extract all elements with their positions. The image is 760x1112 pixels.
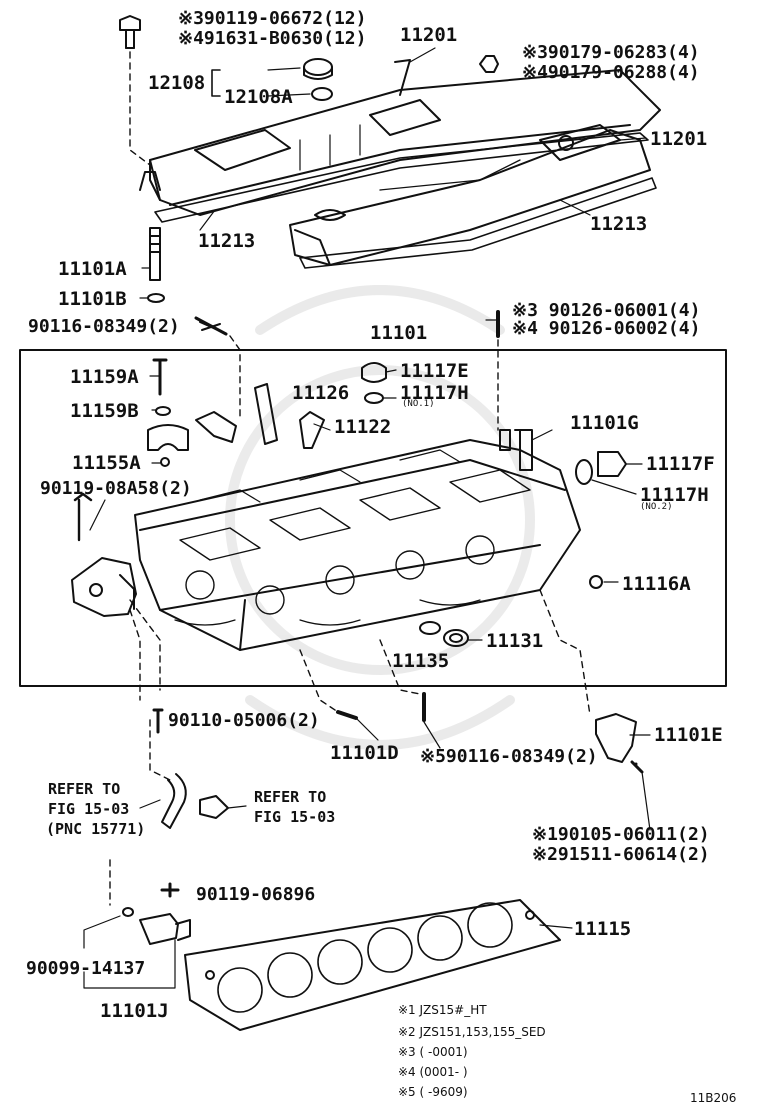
label-11117H-no2-note: (NO.2) <box>640 502 673 512</box>
label-11101E: 11101E <box>654 724 723 746</box>
stud-bolt-11101A <box>147 227 165 303</box>
label-11117H-no1: 11117H <box>400 382 469 404</box>
label-12108A: 12108A <box>224 86 293 108</box>
oil-filler-cap <box>303 58 333 101</box>
label-fig-right: FIG 15-03 <box>254 808 336 826</box>
label-11201-lower: 11201 <box>650 128 708 150</box>
label-11131: 11131 <box>486 630 544 652</box>
assembly-frame <box>19 349 727 687</box>
label-11117H-no1-note: (NO.1) <box>402 399 435 409</box>
label-11213-left: 11213 <box>198 230 256 252</box>
label-11122: 11122 <box>334 416 392 438</box>
label-11116A: 11116A <box>622 573 691 595</box>
sensor-housing <box>595 713 651 763</box>
head-gasket <box>184 899 561 1031</box>
label-11213-right: 11213 <box>590 213 648 235</box>
label-390119: ※390119-06672(12) <box>178 8 367 29</box>
label-12108: 12108 <box>148 72 206 94</box>
label-pnc: (PNC 15771) <box>46 820 146 838</box>
label-490179: ※490179-06288(4) <box>522 62 700 83</box>
label-91511-60614: ※291511-60614(2) <box>532 844 710 865</box>
footnote-3: ※3 ( -0001) <box>398 1045 468 1059</box>
label-refer-to-right: REFER TO <box>254 788 327 806</box>
label-90119-06896: 90119-06896 <box>196 884 316 905</box>
water-outlet <box>71 557 137 617</box>
label-11117E: 11117E <box>400 360 469 382</box>
label-390179: ※390179-06283(4) <box>522 42 700 63</box>
label-11126: 11126 <box>292 382 350 404</box>
label-11135: 11135 <box>392 650 450 672</box>
footnote-5: ※5 ( -9609) <box>398 1085 468 1099</box>
cover-bolt <box>119 15 141 49</box>
label-90116-08349-s5: ※590116-08349(2) <box>420 746 598 767</box>
label-11101G: 11101G <box>570 412 639 434</box>
label-11101: 11101 <box>370 322 428 344</box>
footnote-2: ※2 JZS151,153,155_SED <box>398 1025 546 1039</box>
label-11117H-no2: 11117H <box>640 484 709 506</box>
cylinder-head <box>134 429 581 651</box>
label-90119-08A58: 90119-08A58(2) <box>40 478 192 499</box>
label-90126-06002: ※4 90126-06002(4) <box>512 318 701 339</box>
label-11159A: 11159A <box>70 366 139 388</box>
label-90110-05006: 90110-05006(2) <box>168 710 320 731</box>
label-90126-06001: ※3 90126-06001(4) <box>512 300 701 321</box>
label-90105-06011: ※190105-06011(2) <box>532 824 710 845</box>
head-cover-gasket-upper <box>154 132 649 223</box>
label-491631: ※491631-B0630(12) <box>178 28 367 49</box>
label-11101D: 11101D <box>330 742 399 764</box>
label-11115: 11115 <box>574 918 632 940</box>
footnote-1: ※1 JZS15#_HT <box>398 1003 487 1017</box>
figure-code: 11B206 <box>690 1091 737 1105</box>
watermark <box>225 285 535 750</box>
footnote-4: ※4 (0001- ) <box>398 1065 468 1079</box>
head-cover-upper <box>139 59 661 216</box>
label-11101J: 11101J <box>100 1000 169 1022</box>
head-cover-gasket-lower <box>299 177 657 269</box>
label-11101B: 11101B <box>58 288 127 310</box>
label-11159B: 11159B <box>70 400 139 422</box>
label-11155A: 11155A <box>72 452 141 474</box>
label-11101A: 11101A <box>58 258 127 280</box>
label-refer-to-left: REFER TO <box>48 780 121 798</box>
label-90099-14137: 90099-14137 <box>26 958 146 979</box>
label-11201-upper: 11201 <box>400 24 458 46</box>
label-90116-08349: 90116-08349(2) <box>28 316 180 337</box>
label-fig-left: FIG 15-03 <box>48 800 130 818</box>
label-11117F: 11117F <box>646 453 715 475</box>
